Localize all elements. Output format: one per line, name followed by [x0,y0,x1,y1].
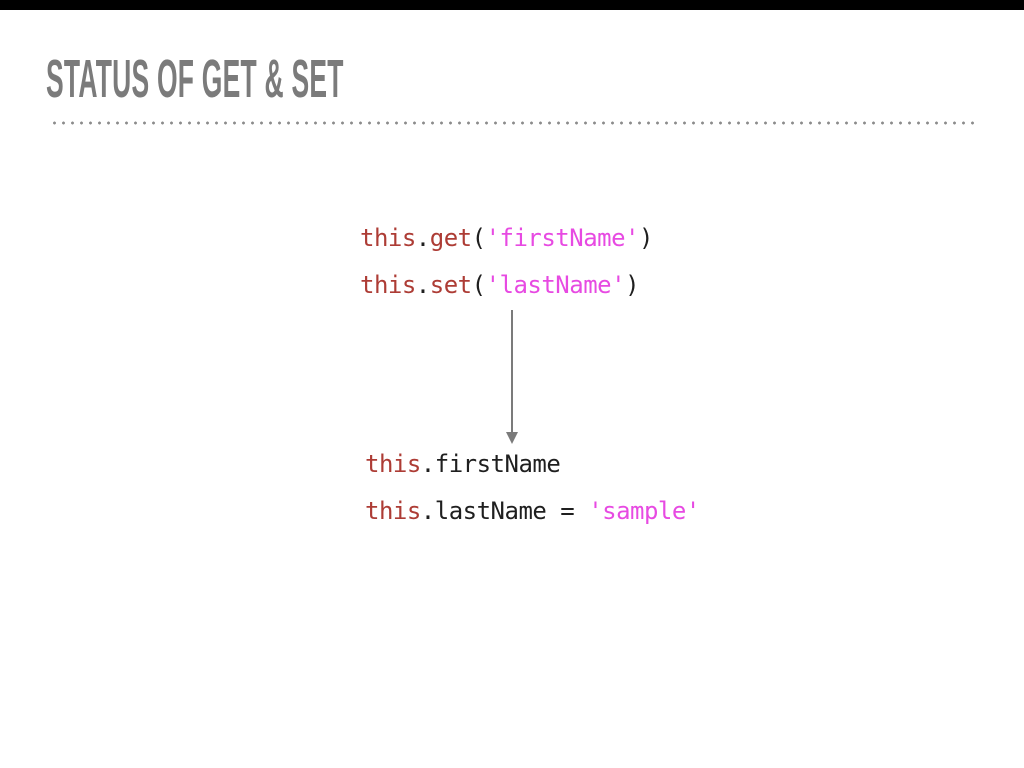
down-arrow-head-icon [506,432,518,444]
title-divider-dotted-line [50,121,976,125]
code-token-plain: . [415,271,430,299]
down-arrow-line [511,310,513,433]
code-token-accessor: this [360,224,416,252]
slide-title: STATUS OF GET & SET [46,49,344,109]
code-token-plain: ( [471,271,486,299]
top-bar [0,0,1024,10]
code-token-accessor: this [360,271,416,299]
code-block-get-set-calls: this.get('firstName')this.set('lastName'… [360,215,653,309]
code-token-string: 'sample' [588,497,700,525]
code-token-string: 'lastName' [485,271,626,299]
code-token-plain: ( [471,224,486,252]
code-line: this.get('firstName') [360,215,653,262]
code-line: this.firstName [365,441,700,488]
code-token-accessor: this [365,450,421,478]
code-token-plain: .lastName = [420,497,589,525]
code-token-plain: .firstName [420,450,561,478]
code-token-plain: . [415,224,430,252]
code-token-plain: ) [639,224,653,252]
code-token-string: 'firstName' [485,224,640,252]
code-token-accessor: set [429,271,472,299]
code-token-plain: ) [625,271,640,299]
code-line: this.set('lastName') [360,262,653,309]
code-line: this.lastName = 'sample' [365,488,700,535]
code-token-accessor: get [429,224,472,252]
code-token-accessor: this [365,497,421,525]
